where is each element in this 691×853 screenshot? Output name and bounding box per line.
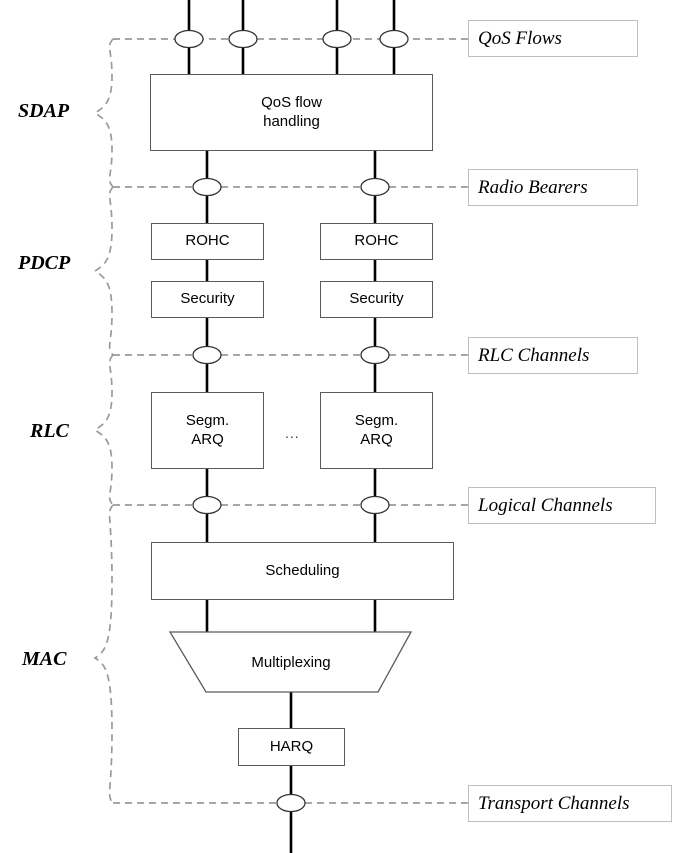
block-rohc-left: ROHC xyxy=(151,223,264,260)
block-harq: HARQ xyxy=(238,728,345,766)
sap-ellipse-rlc-channel-sap-1 xyxy=(192,345,222,365)
layer-label-sdap: SDAP xyxy=(18,100,70,122)
block-qos-flow-handling: QoS flow handling xyxy=(150,74,433,151)
sap-ellipse-qos-flow-sap-3 xyxy=(322,29,352,49)
sap-ellipse-radio-bearer-sap-1 xyxy=(192,177,222,197)
block-label-security-right: Security xyxy=(349,290,404,308)
block-segm-arq-right: Segm. ARQ xyxy=(320,392,433,469)
layer-label-pdcp: PDCP xyxy=(18,252,71,274)
channel-label-logical-channels: Logical Channels xyxy=(468,487,656,524)
sap-ellipse-qos-flow-sap-1 xyxy=(174,29,204,49)
multiplexing-shape xyxy=(168,631,413,693)
ellipsis-mark-0: ... xyxy=(285,425,300,441)
sap-ellipse-transport-channel-sap-1 xyxy=(276,793,306,813)
block-security-left: Security xyxy=(151,281,264,318)
sap-ellipse-qos-flow-sap-4 xyxy=(379,29,409,49)
multiplexing-label: Multiplexing xyxy=(251,654,331,671)
sap-ellipse-qos-flow-sap-2 xyxy=(228,29,258,49)
sap-ellipse-logical-channel-sap-2 xyxy=(360,495,390,515)
block-label-rohc-right: ROHC xyxy=(354,232,399,250)
block-label-security-left: Security xyxy=(180,290,235,308)
block-segm-arq-left: Segm. ARQ xyxy=(151,392,264,469)
block-label-scheduling: Scheduling xyxy=(265,561,340,579)
channel-label-qos-flows: QoS Flows xyxy=(468,20,638,57)
channel-label-rlc-channels: RLC Channels xyxy=(468,337,638,374)
sap-ellipse-logical-channel-sap-1 xyxy=(192,495,222,515)
block-label-qos-flow-handling: QoS flow handling xyxy=(261,93,322,130)
brace-sdap-brace xyxy=(93,38,114,188)
brace-rlc-brace xyxy=(93,354,114,506)
block-security-right: Security xyxy=(320,281,433,318)
sap-ellipse-radio-bearer-sap-2 xyxy=(360,177,390,197)
layer-braces xyxy=(93,38,114,804)
channel-label-radio-bearers: Radio Bearers xyxy=(468,169,638,206)
block-scheduling: Scheduling xyxy=(151,542,454,600)
block-label-rohc-left: ROHC xyxy=(185,232,230,250)
block-label-harq: HARQ xyxy=(269,737,314,755)
layer-label-rlc: RLC xyxy=(30,420,69,442)
block-label-segm-arq-left: Segm. ARQ xyxy=(185,411,230,448)
service-access-point-ellipses xyxy=(174,29,409,813)
block-rohc-right: ROHC xyxy=(320,223,433,260)
multiplexing-trapezoid xyxy=(168,631,413,693)
brace-mac-brace xyxy=(93,504,114,804)
brace-pdcp-brace xyxy=(93,186,114,356)
sap-ellipse-rlc-channel-sap-2 xyxy=(360,345,390,365)
channel-label-transport-channels: Transport Channels xyxy=(468,785,672,822)
block-label-segm-arq-right: Segm. ARQ xyxy=(354,411,399,448)
layer-label-mac: MAC xyxy=(22,648,67,670)
